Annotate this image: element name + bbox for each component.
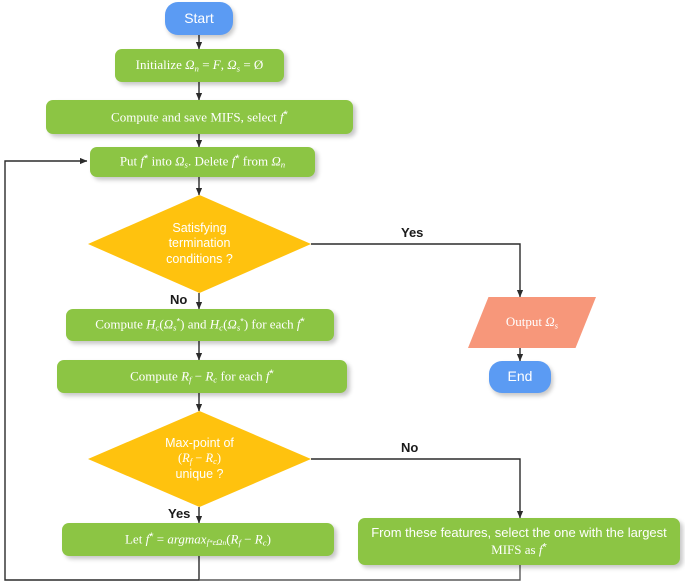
select-largest-line-2: MIFS as f*	[491, 541, 547, 557]
edge-selectlargest-feedback	[199, 565, 521, 581]
node-termination-decision[interactable]: Satisfying termination conditions ?	[88, 195, 311, 293]
node-end[interactable]: End	[489, 361, 551, 393]
node-maxpoint-decision[interactable]: Max-point of (Rf − Rc) unique ?	[88, 411, 311, 507]
node-let-argmax-label: Let f* = argmaxf*εΩn(Rf − Rc)	[124, 530, 272, 548]
node-initialize[interactable]: Initialize Ωn = F, Ωs = Ø	[115, 49, 284, 82]
select-largest-line-1: From these features, select the one with…	[371, 525, 667, 541]
node-let-argmax[interactable]: Let f* = argmaxf*εΩn(Rf − Rc)	[62, 523, 334, 556]
node-put-delete-label: Put f* into Ωs. Delete f* from Ωn	[119, 153, 286, 170]
edge-label-termination-yes: Yes	[401, 225, 424, 240]
edge-maxpoint-no-to-selectlargest	[311, 458, 524, 519]
termination-line-1: Satisfying	[172, 221, 227, 236]
node-start[interactable]: Start	[165, 2, 233, 35]
node-compute-rf-rc[interactable]: Compute Rf − Rc for each f*	[57, 360, 347, 393]
node-compute-rf-rc-label: Compute Rf − Rc for each f*	[130, 367, 274, 385]
node-start-label: Start	[184, 9, 214, 26]
node-put-delete[interactable]: Put f* into Ωs. Delete f* from Ωn	[90, 147, 315, 177]
node-output-label: Output Ωs	[505, 313, 559, 331]
node-compute-hc-label: Compute Hc(Ωs*) and Hc(Ωs*) for each f*	[95, 316, 305, 333]
edge-label-maxpoint-no: No	[401, 440, 419, 455]
node-compute-mifs-label: Compute and save MIFS, select f*	[111, 108, 288, 125]
node-select-largest-mifs-label: From these features, select the one with…	[371, 525, 667, 557]
termination-line-2: termination	[168, 236, 231, 251]
node-maxpoint-decision-label: Max-point of (Rf − Rc) unique ?	[113, 436, 287, 482]
node-output[interactable]: Output Ωs	[468, 297, 596, 348]
edge-label-maxpoint-yes: Yes	[168, 506, 191, 521]
node-initialize-label: Initialize Ωn = F, Ωs = Ø	[135, 56, 264, 74]
node-compute-mifs[interactable]: Compute and save MIFS, select f*	[46, 100, 353, 134]
maxpoint-line-2: (Rf − Rc)	[177, 451, 222, 467]
maxpoint-line-3: unique ?	[175, 466, 224, 481]
edge-termination-yes-to-output	[311, 243, 524, 298]
edge-label-termination-no: No	[170, 292, 188, 307]
parallelogram-shape	[468, 297, 596, 348]
node-end-label: End	[507, 368, 533, 385]
node-select-largest-mifs[interactable]: From these features, select the one with…	[358, 518, 680, 565]
node-termination-decision-label: Satisfying termination conditions ?	[113, 221, 287, 267]
termination-line-3: conditions ?	[166, 251, 233, 266]
node-compute-hc[interactable]: Compute Hc(Ωs*) and Hc(Ωs*) for each f*	[66, 309, 334, 341]
maxpoint-line-1: Max-point of	[165, 435, 234, 450]
